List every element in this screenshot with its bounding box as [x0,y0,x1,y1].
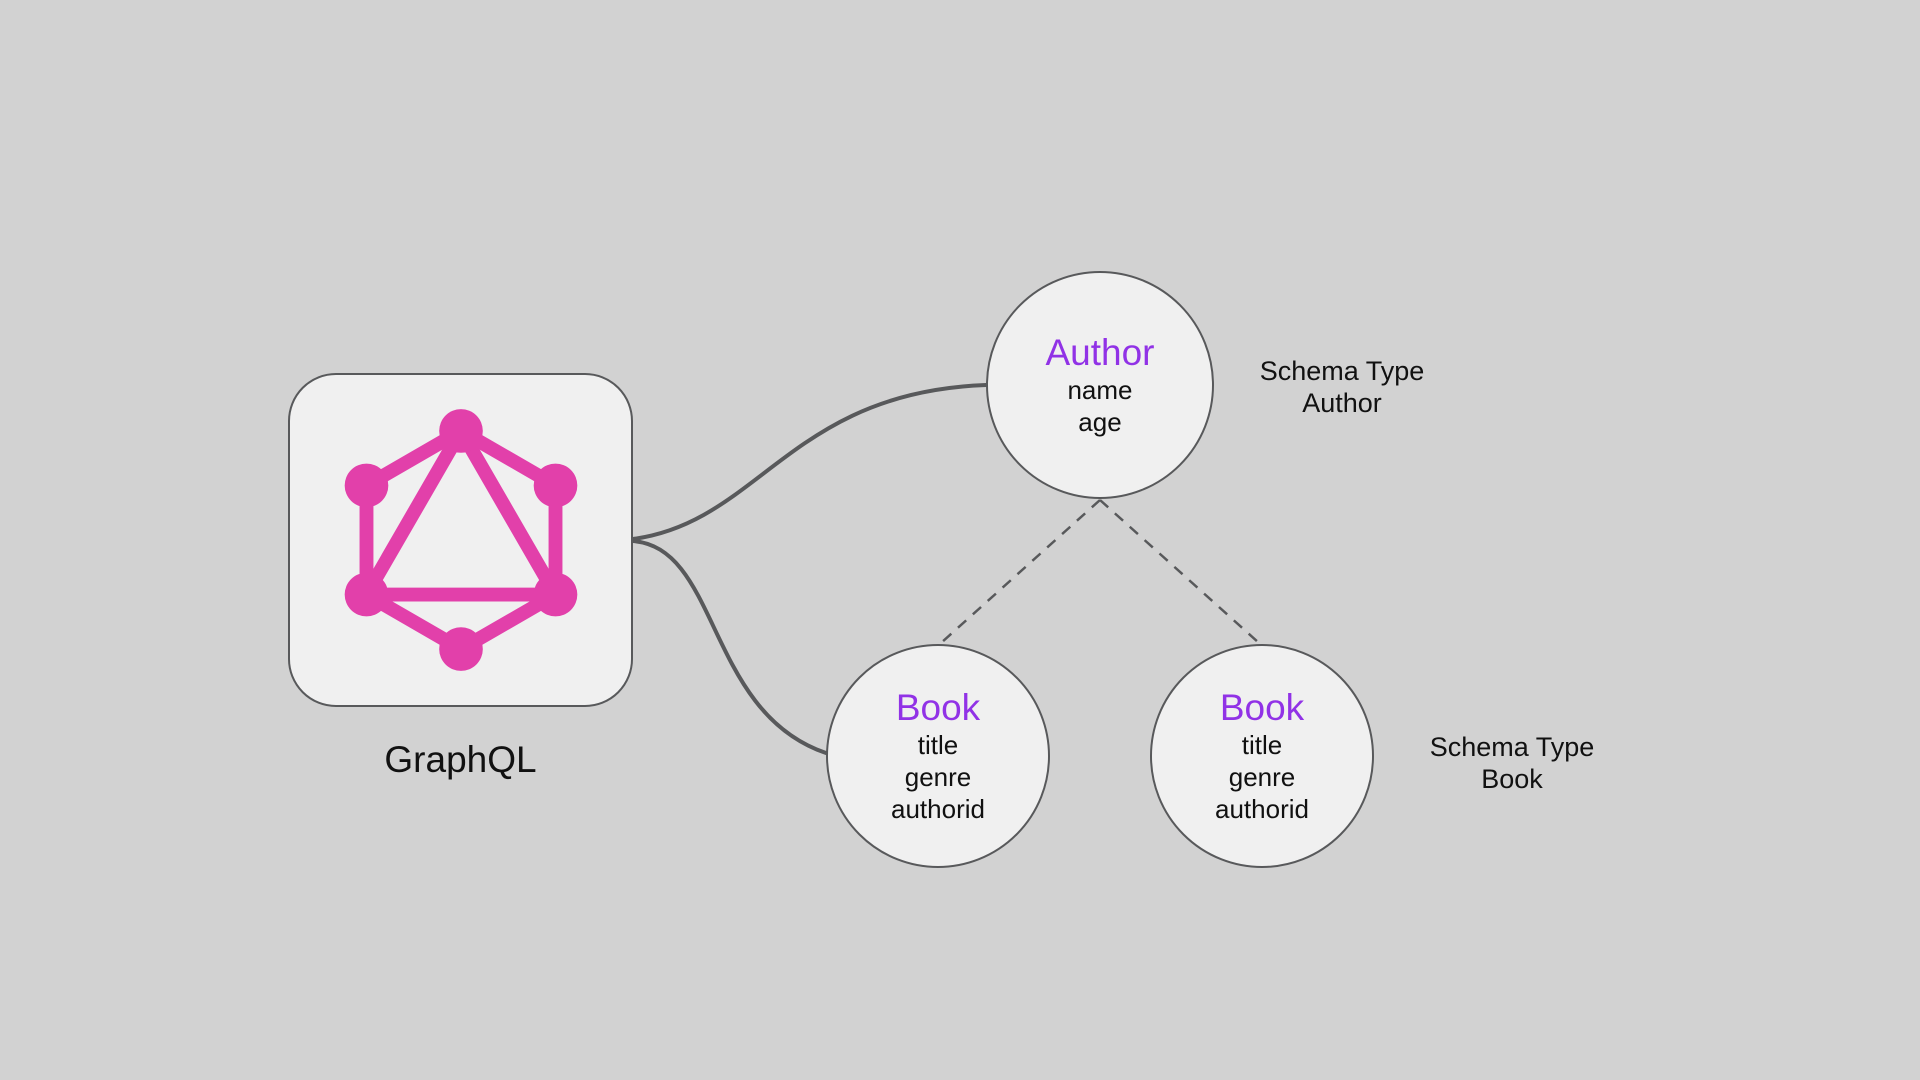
node-book-right-field-title: title [1241,730,1283,760]
edge-author-to-book-left [940,499,1101,644]
node-book-left-field-title: title [917,730,959,760]
edge-author-to-book-right [1099,499,1260,644]
node-book-left-title: Book [895,687,981,728]
graphql-logo-box [288,373,633,707]
node-book-right-field-authorid: authorid [1215,794,1309,824]
schema-type-book-label: Schema Type Book [1392,731,1632,795]
node-author: Author name age [986,271,1214,499]
schema-type-author-line1: Schema Type [1259,356,1425,386]
graphql-logo-icon [344,409,577,671]
node-book-right-title: Book [1219,687,1305,728]
graphql-label: GraphQL [384,739,537,780]
schema-type-author-line2: Author [1302,388,1382,418]
schema-type-book-line1: Schema Type [1429,732,1595,762]
node-author-field-name: name [1067,375,1133,405]
edge-graphql-to-book-left [631,539,828,755]
node-author-field-age: age [1078,407,1122,437]
node-book-left-field-genre: genre [904,762,972,792]
schema-type-book-line2: Book [1481,764,1543,794]
node-book-right-field-genre: genre [1228,762,1296,792]
edge-graphql-to-author [631,383,988,541]
node-book-left-field-authorid: authorid [891,794,985,824]
node-author-title: Author [1045,332,1155,373]
node-book-right: Book title genre authorid [1150,644,1374,868]
node-book-left: Book title genre authorid [826,644,1050,868]
schema-type-author-label: Schema Type Author [1222,355,1462,419]
